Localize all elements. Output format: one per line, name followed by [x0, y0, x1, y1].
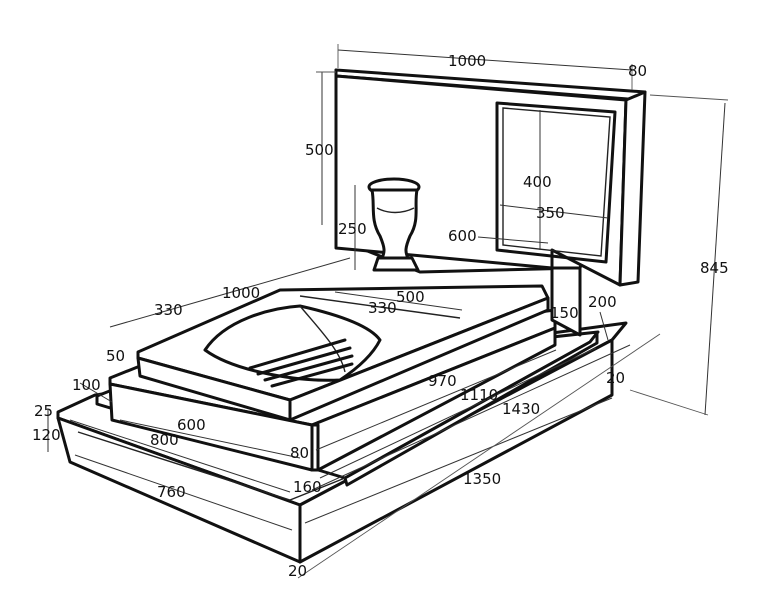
label-box-height: 100 — [72, 376, 101, 394]
dimension-lines — [47, 44, 729, 579]
label-base-height: 120 — [32, 426, 61, 444]
label-base-length: 1430 — [502, 400, 540, 418]
label-cover-part-a: 330 — [154, 301, 183, 319]
label-back-width: 1000 — [448, 52, 486, 70]
label-vase-height: 250 — [338, 220, 367, 238]
label-base-top-height: 25 — [34, 402, 53, 420]
vase — [367, 177, 421, 272]
vase-base — [372, 256, 420, 272]
label-cover-length: 1000 — [222, 284, 260, 302]
label-photo-height: 400 — [523, 173, 552, 191]
cover-slab — [136, 284, 550, 422]
flower-bed-cutout — [203, 304, 382, 382]
cover-guide-line — [299, 295, 461, 319]
label-middle-length: 1110 — [460, 386, 498, 404]
headstone-side — [618, 90, 647, 287]
label-back-thickness: 80 — [628, 62, 647, 80]
label-total-height: 845 — [700, 259, 729, 277]
dimension-labels: 1000 80 500 400 350 250 600 845 1000 330… — [32, 52, 729, 580]
label-cover-height: 50 — [106, 347, 125, 365]
middle-step-side — [343, 331, 599, 487]
label-base-total-length: 1350 — [463, 470, 501, 488]
label-stand-depth: 150 — [550, 304, 579, 322]
label-cover-part-c: 500 — [396, 288, 425, 306]
label-base-width: 760 — [157, 483, 186, 501]
label-box-side-margin: 80 — [290, 444, 309, 462]
cover-side — [288, 296, 550, 422]
label-stand-width: 600 — [448, 227, 477, 245]
label-stand-height: 200 — [588, 293, 617, 311]
headstone-face — [334, 68, 628, 287]
label-middle-width: 800 — [150, 431, 179, 449]
photo-frame-inner — [502, 107, 611, 257]
label-box-length: 970 — [428, 372, 457, 390]
label-back-height: 500 — [305, 141, 334, 159]
label-photo-width: 350 — [536, 204, 565, 222]
middle-step-front-line — [77, 431, 346, 501]
stand-side — [550, 266, 582, 337]
label-box-width: 600 — [177, 416, 206, 434]
label-base-right-margin: 20 — [606, 369, 625, 387]
box-corner — [310, 423, 320, 472]
label-step-margin: 160 — [293, 478, 322, 496]
label-base-front-margin: 20 — [288, 562, 307, 580]
photo-frame — [495, 101, 617, 264]
flower-bed-stripes — [248, 338, 354, 388]
label-cover-part-b: 330 — [368, 299, 397, 317]
